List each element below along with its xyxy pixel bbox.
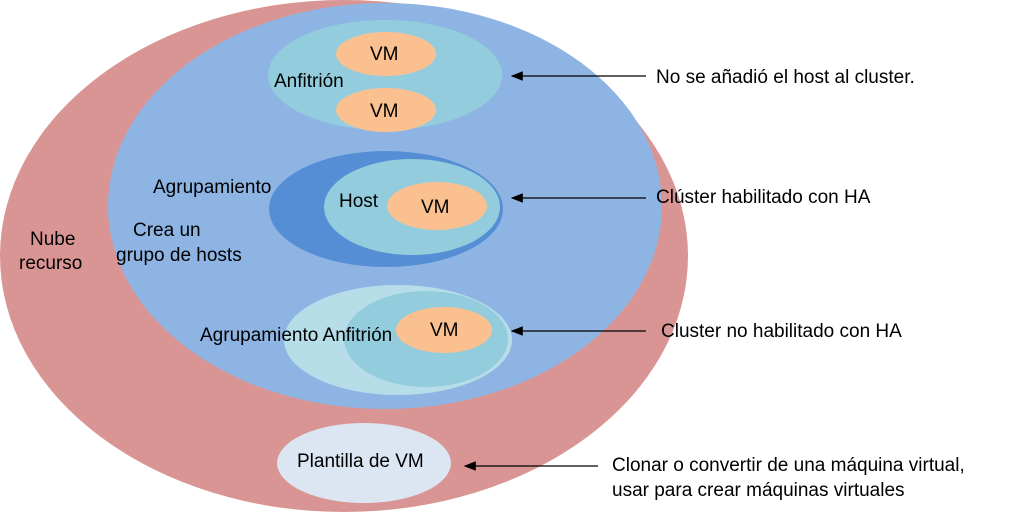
vm-ellipse-top — [336, 32, 436, 76]
cloud-label-line2: recurso — [19, 253, 83, 274]
cloud-label-line1: Nube — [30, 229, 76, 250]
vm-label-bottom: VM — [370, 101, 399, 122]
annotation-host-not-added: No se añadió el host al cluster. — [656, 67, 915, 88]
template-label: Plantilla de VM — [297, 451, 424, 472]
annotation-template-line1: Clonar o convertir de una máquina virtua… — [612, 455, 965, 476]
ha-vm-ellipse — [387, 182, 487, 230]
ha-host-label: Host — [339, 191, 379, 212]
vm-ellipse-bottom — [336, 88, 436, 132]
vm-label-top: VM — [370, 44, 399, 65]
template-ellipse — [277, 423, 451, 503]
ha-cluster-desc-line2: grupo de hosts — [116, 245, 242, 266]
host-label: Anfitrión — [274, 71, 344, 92]
ha-cluster-label: Agrupamiento — [153, 177, 272, 198]
plain-cluster-label: Agrupamiento Anfitrión — [200, 325, 393, 346]
annotation-ha-disabled: Cluster no habilitado con HA — [661, 321, 902, 342]
annotation-ha-enabled: Clúster habilitado con HA — [656, 187, 871, 208]
ha-vm-label: VM — [421, 197, 450, 218]
plain-vm-label: VM — [430, 320, 459, 341]
ha-cluster-desc-line1: Crea un — [133, 220, 201, 241]
annotation-template-line2: usar para crear máquinas virtuales — [612, 480, 905, 501]
plain-vm-ellipse — [396, 307, 492, 353]
